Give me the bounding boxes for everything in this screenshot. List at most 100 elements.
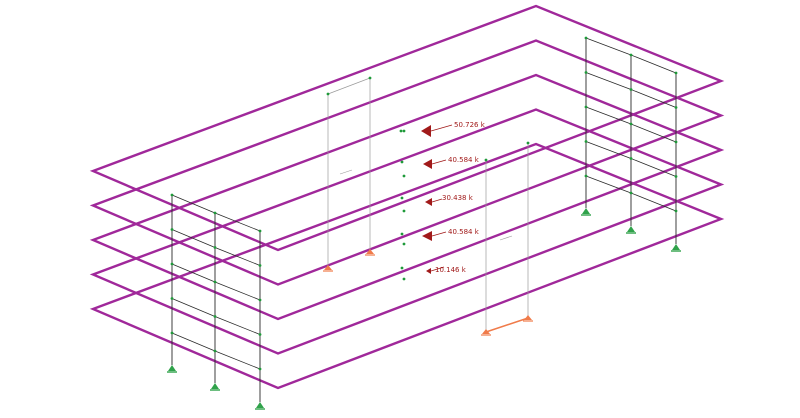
structural-node[interactable] <box>170 297 174 300</box>
structural-node[interactable] <box>258 367 262 371</box>
frame-brace[interactable] <box>499 235 513 241</box>
structural-node[interactable] <box>629 53 633 57</box>
structural-node[interactable] <box>368 76 372 80</box>
fixed-support-icon[interactable] <box>581 208 591 216</box>
structural-node[interactable] <box>584 36 588 40</box>
load-1[interactable]: 50.726 k <box>421 121 486 137</box>
load-leader-line <box>430 266 445 272</box>
structural-node[interactable] <box>629 157 633 160</box>
fixed-support-icon[interactable] <box>626 226 636 234</box>
frame-beam[interactable] <box>630 192 677 212</box>
structural-node[interactable] <box>326 92 330 96</box>
frame-brace[interactable] <box>339 169 353 175</box>
structural-node[interactable] <box>629 88 633 91</box>
structural-node[interactable] <box>400 266 404 270</box>
structural-node[interactable] <box>674 209 678 213</box>
frame-beam[interactable] <box>171 194 216 214</box>
floor-slab-outline[interactable] <box>89 4 725 252</box>
frame-beam[interactable] <box>585 106 632 125</box>
lateral-load-arrow-icon <box>423 159 432 169</box>
pinned-support-icon[interactable] <box>481 329 491 336</box>
pinned-support-triangle <box>324 265 332 270</box>
structural-node[interactable] <box>213 246 217 249</box>
structural-node[interactable] <box>258 298 262 302</box>
frame-beam[interactable] <box>630 123 677 143</box>
frame-beam[interactable] <box>214 247 261 266</box>
structural-node[interactable] <box>402 277 406 281</box>
frame-beam[interactable] <box>585 72 632 90</box>
structural-node[interactable] <box>584 174 588 178</box>
structural-node[interactable] <box>629 122 633 126</box>
structural-node[interactable] <box>584 105 588 109</box>
frame-beam[interactable] <box>585 37 632 56</box>
floor-slab-outline[interactable] <box>89 39 725 286</box>
lateral-load-arrow-icon <box>425 198 432 206</box>
structural-node[interactable] <box>402 174 406 178</box>
structural-node[interactable] <box>400 160 404 164</box>
structural-node[interactable] <box>258 264 262 267</box>
pinned-support-icon[interactable] <box>523 315 533 322</box>
structural-node[interactable] <box>399 129 403 133</box>
pinned-support-icon[interactable] <box>323 265 333 272</box>
fixed-support-icon[interactable] <box>671 244 681 252</box>
load-label: 10.146 k <box>435 266 467 274</box>
structural-node[interactable] <box>170 262 174 266</box>
structural-node[interactable] <box>629 191 633 195</box>
structural-node[interactable] <box>213 211 217 215</box>
floor-slab-outline[interactable] <box>89 108 725 355</box>
structural-node[interactable] <box>674 175 678 178</box>
frame-beam[interactable] <box>171 332 216 352</box>
pinned-base-beam[interactable] <box>485 317 529 333</box>
frame-beam[interactable] <box>214 350 261 370</box>
fixed-support-triangle <box>627 226 635 232</box>
structural-node[interactable] <box>484 158 488 162</box>
frame-beam[interactable] <box>327 77 371 95</box>
frame-beam[interactable] <box>171 229 216 248</box>
frame-beam[interactable] <box>585 175 632 194</box>
frame-beam[interactable] <box>630 54 677 74</box>
frame-beam[interactable] <box>171 263 216 283</box>
load-4[interactable]: 40.584 k <box>422 228 480 241</box>
structural-node[interactable] <box>213 315 217 318</box>
structural-node[interactable] <box>402 242 406 246</box>
structural-node[interactable] <box>674 140 678 144</box>
structural-node[interactable] <box>674 106 678 109</box>
frame-beam[interactable] <box>630 158 677 177</box>
floor-slab-outline[interactable] <box>89 73 725 321</box>
structural-node[interactable] <box>526 141 530 145</box>
frame-beam[interactable] <box>171 298 216 317</box>
structural-node[interactable] <box>258 333 262 336</box>
structural-node[interactable] <box>584 140 588 143</box>
structural-node[interactable] <box>402 129 406 133</box>
structural-node[interactable] <box>170 331 174 335</box>
load-5[interactable]: 10.146 k <box>426 266 467 274</box>
structural-node[interactable] <box>584 71 588 74</box>
structural-node[interactable] <box>170 193 174 197</box>
structural-node[interactable] <box>400 232 404 236</box>
fixed-support-triangle <box>582 208 590 214</box>
structural-node[interactable] <box>400 196 404 200</box>
structural-node[interactable] <box>213 349 217 353</box>
fixed-support-triangle <box>672 244 680 250</box>
load-leader-line <box>431 231 447 237</box>
structural-node[interactable] <box>213 280 217 284</box>
frame-beam[interactable] <box>214 212 261 232</box>
load-3[interactable]: 30.438 k <box>425 194 474 206</box>
fixed-support-icon[interactable] <box>255 402 265 410</box>
fixed-support-triangle <box>211 383 219 389</box>
fixed-support-icon[interactable] <box>210 383 220 391</box>
frame-beam[interactable] <box>214 316 261 335</box>
load-2[interactable]: 40.584 k <box>423 156 480 169</box>
pinned-support-icon[interactable] <box>365 249 375 256</box>
frame-beam[interactable] <box>214 281 261 301</box>
frame-beam[interactable] <box>585 141 632 159</box>
structural-node[interactable] <box>674 71 678 75</box>
frame-beam[interactable] <box>630 89 677 108</box>
floor-slab-outline[interactable] <box>89 142 725 390</box>
structural-node[interactable] <box>402 209 406 213</box>
structural-node[interactable] <box>170 228 174 231</box>
structural-node[interactable] <box>258 229 262 233</box>
fixed-support-icon[interactable] <box>167 365 177 373</box>
